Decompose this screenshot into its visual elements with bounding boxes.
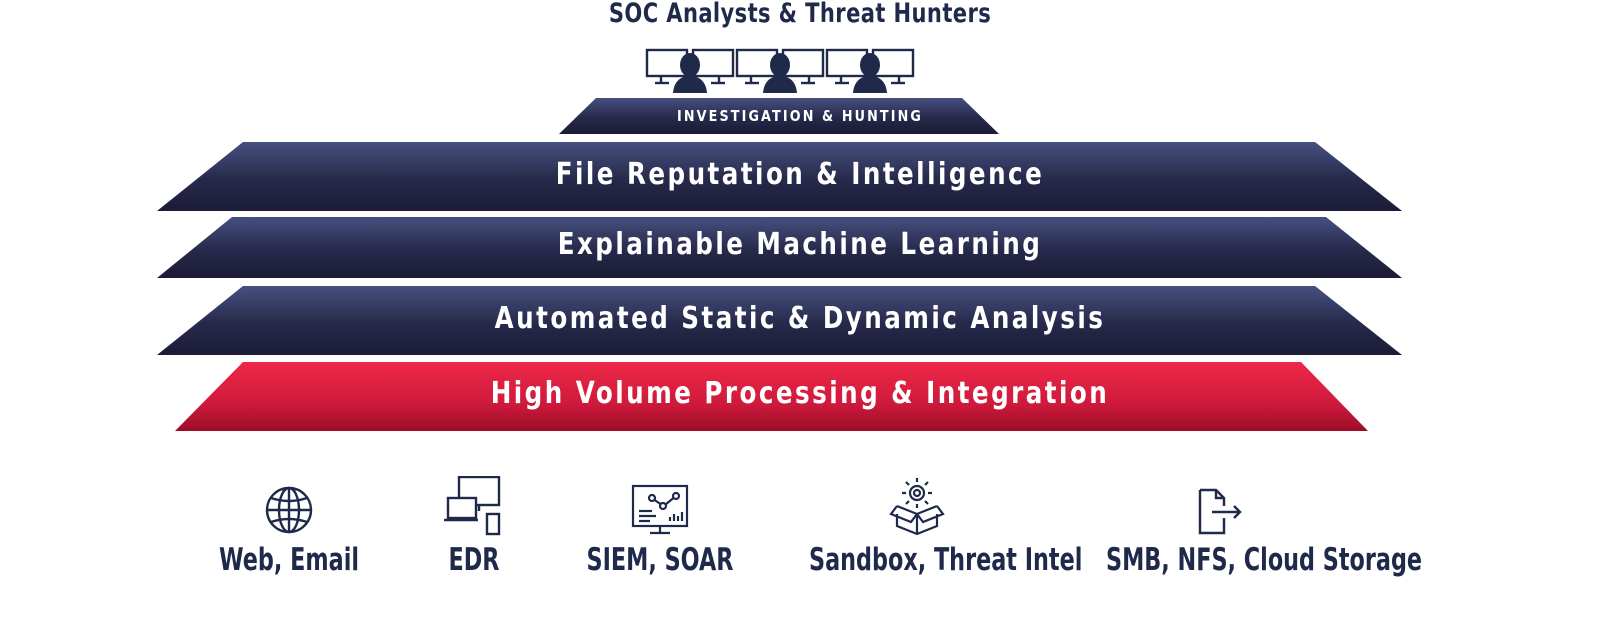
analyst-group <box>645 48 915 95</box>
analyst-workstation-icon <box>645 48 735 95</box>
analyst-workstation-icon <box>735 48 825 95</box>
source-label: Sandbox, Threat Intel <box>809 542 1083 578</box>
header-title: SOC Analysts & Threat Hunters <box>608 0 992 29</box>
pyramid-top-band <box>559 98 999 134</box>
source-label: Web, Email <box>218 542 360 578</box>
layer-label-high-volume-processing: High Volume Processing & Integration <box>490 376 1110 411</box>
source-smb-nfs-cloud: SMB, NFS, Cloud Storage <box>1084 476 1422 578</box>
source-web-email: Web, Email <box>159 476 419 578</box>
dashboard-monitor-icon <box>631 484 689 535</box>
pyramid-layer-1 <box>157 142 1402 211</box>
gear-box-icon <box>889 478 945 536</box>
source-siem-soar: SIEM, SOAR <box>530 476 790 578</box>
source-edr: EDR <box>344 476 604 578</box>
pyramid-layer-4 <box>175 362 1368 431</box>
file-export-icon <box>1198 488 1242 535</box>
layer-label-static-dynamic-analysis: Automated Static & Dynamic Analysis <box>494 301 1106 336</box>
pyramid-top-label: INVESTIGATION & HUNTING <box>676 107 924 125</box>
devices-icon <box>444 476 501 536</box>
layer-label-file-reputation: File Reputation & Intelligence <box>555 157 1045 192</box>
layer-label-machine-learning: Explainable Machine Learning <box>557 227 1043 262</box>
globe-icon <box>265 486 313 534</box>
source-label: EDR <box>448 542 500 578</box>
analyst-workstation-icon <box>825 48 915 95</box>
pyramid-layer-2 <box>157 217 1402 278</box>
source-label: SIEM, SOAR <box>586 542 734 578</box>
source-label: SMB, NFS, Cloud Storage <box>1106 542 1423 578</box>
pyramid-layer-3 <box>157 286 1402 355</box>
source-sandbox-threat-intel: Sandbox, Threat Intel <box>787 476 1082 578</box>
